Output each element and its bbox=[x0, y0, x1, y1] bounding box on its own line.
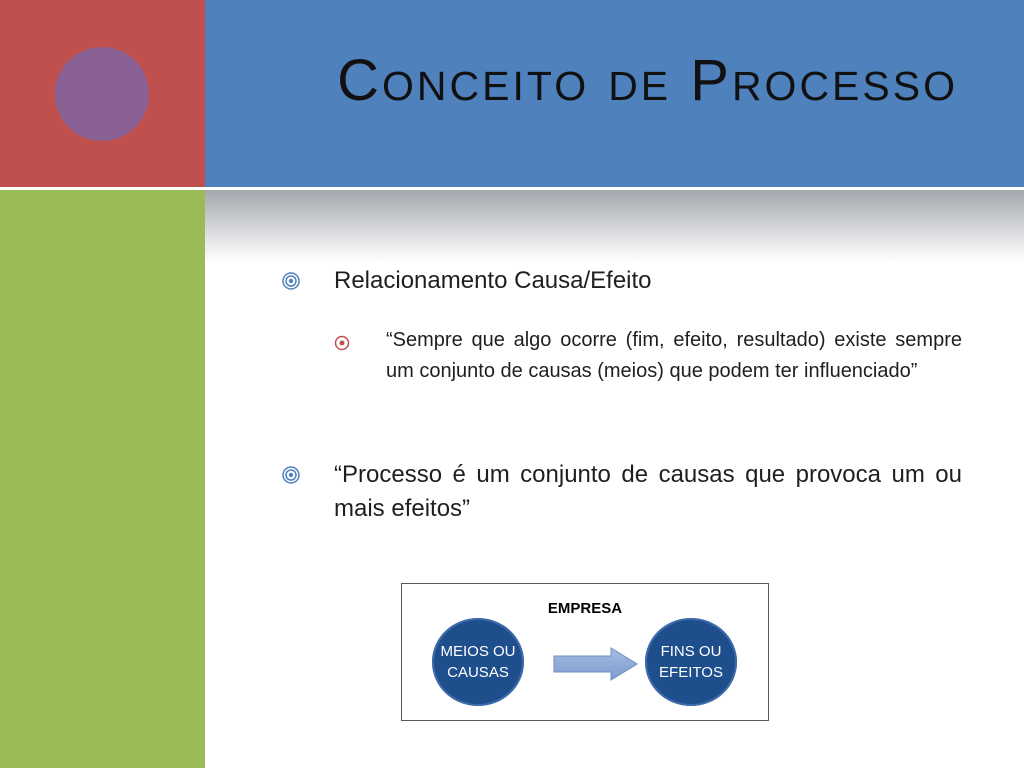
concentric-circle-icon bbox=[282, 272, 300, 290]
gradient-band bbox=[205, 190, 1024, 262]
right-arrow-icon bbox=[553, 647, 638, 681]
decorative-green-block bbox=[0, 190, 205, 768]
target-dot-icon bbox=[334, 335, 350, 351]
fins-efeitos-node: FINS OU EFEITOS bbox=[645, 618, 737, 706]
meios-causas-node: MEIOS OU CAUSAS bbox=[432, 618, 524, 706]
bullet-text: “Processo é um conjunto de causas que pr… bbox=[334, 461, 962, 522]
diagram-label: EMPRESA bbox=[547, 600, 623, 617]
bullet-item: “Processo é um conjunto de causas que pr… bbox=[282, 456, 962, 526]
bullet-item: Relacionamento Causa/Efeito bbox=[282, 262, 962, 302]
sub-bullet-item: “Sempre que algo ocorre (fim, efeito, re… bbox=[334, 325, 962, 425]
slide-title: Conceito de Processo bbox=[337, 48, 958, 113]
node-label: MEIOS OU CAUSAS bbox=[440, 643, 516, 681]
empresa-diagram: EMPRESA MEIOS OU CAUSAS FINS OU EFEITOS bbox=[401, 583, 769, 721]
divider-line bbox=[0, 187, 1024, 190]
title-bar bbox=[205, 0, 1024, 187]
node-label: FINS OU EFEITOS bbox=[659, 643, 723, 681]
sub-bullet-text: “Sempre que algo ocorre (fim, efeito, re… bbox=[386, 329, 962, 382]
bullet-text: Relacionamento Causa/Efeito bbox=[334, 267, 652, 294]
concentric-circle-icon bbox=[282, 466, 300, 484]
decorative-circle bbox=[55, 47, 149, 141]
